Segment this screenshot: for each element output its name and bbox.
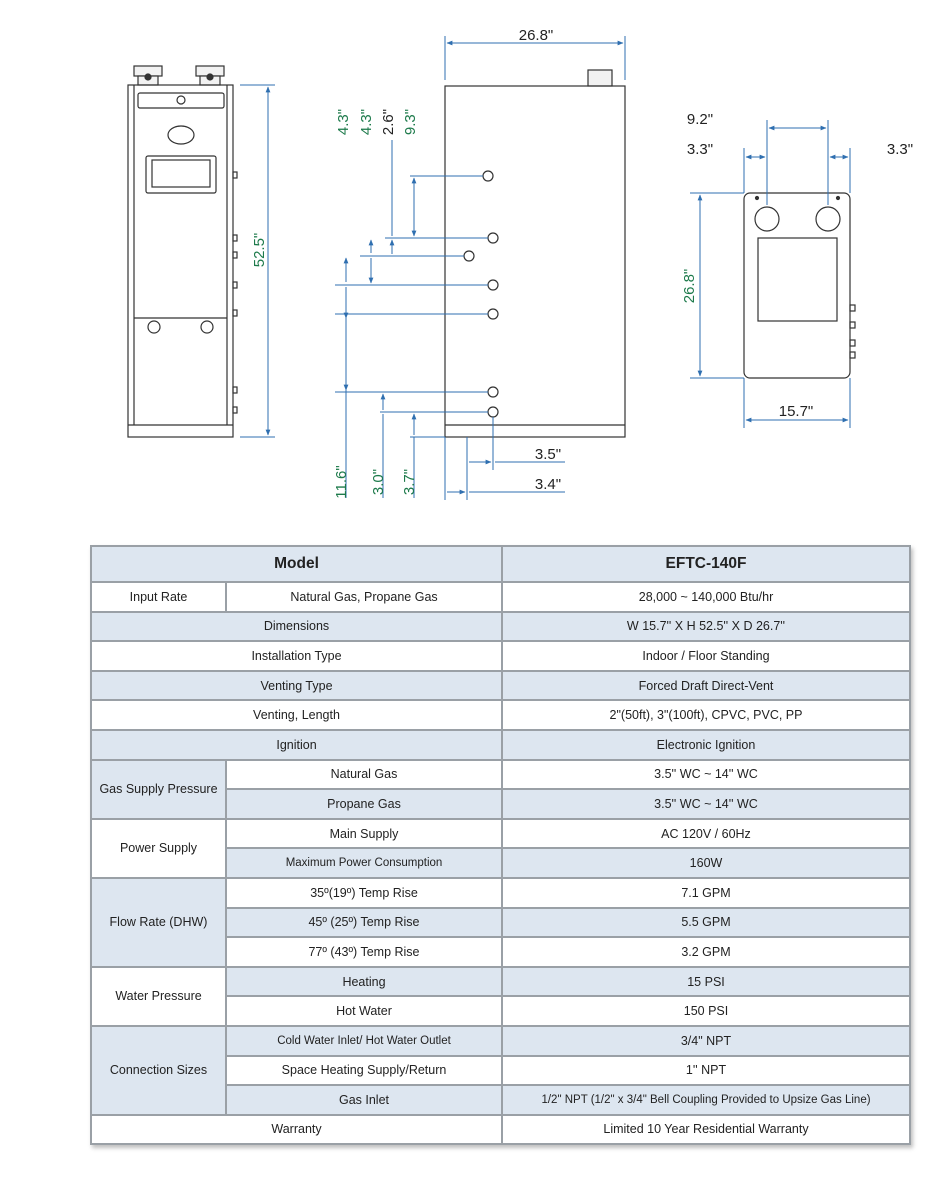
table-row: Flow Rate (DHW) 35º(19º) Temp Rise 7.1 G…	[90, 876, 911, 968]
table-row: Ignition Electronic Ignition	[90, 728, 911, 761]
row-group-label: Water Pressure	[90, 965, 227, 1027]
row-label: Venting, Length	[90, 699, 503, 731]
row-sub: Cold Water Inlet/ Hot Water Outlet	[225, 1024, 503, 1057]
row-sub: Hot Water	[225, 995, 503, 1027]
row-sub: Maximum Power Consumption	[225, 847, 503, 879]
side-top-dim-1: 4.3"	[335, 109, 352, 135]
table-row: Dimensions W 15.7'' X H 52.5'' X D 26.7'…	[90, 610, 911, 643]
row-label: Venting Type	[90, 669, 503, 702]
table-row: Space Heating Supply/Return 1'' NPT	[91, 1054, 911, 1087]
row-sub: Gas Inlet	[225, 1084, 503, 1116]
table-row: Water Pressure Heating 15 PSI	[90, 965, 911, 1027]
side-bottom-dim-3: 3.7"	[401, 469, 418, 495]
table-row: Maximum Power Consumption 160W	[91, 847, 911, 879]
table-row: Hot Water 150 PSI	[91, 995, 911, 1027]
table-row: Input Rate Natural Gas, Propane Gas 28,0…	[90, 581, 911, 613]
row-value: 160W	[501, 847, 911, 879]
front-height-label: 52.5"	[251, 233, 268, 268]
row-sub: Natural Gas, Propane Gas	[225, 581, 503, 613]
row-value: 28,000 ~ 140,000 Btu/hr	[501, 581, 911, 613]
side-right-dim-1: 3.5"	[535, 446, 561, 463]
table-row: 77º (43º) Temp Rise 3.2 GPM	[91, 936, 911, 968]
top-width-label: 15.7"	[779, 403, 814, 420]
front-view	[127, 65, 238, 438]
table-row: Gas Supply Pressure Natural Gas 3.5'' WC…	[90, 758, 911, 820]
row-value: AC 120V / 60Hz	[501, 817, 911, 850]
row-sub: Propane Gas	[225, 788, 503, 820]
top-view	[743, 192, 856, 379]
spec-table: Model EFTC-140F Input Rate Natural Gas, …	[90, 545, 911, 1146]
table-row: Connection Sizes Cold Water Inlet/ Hot W…	[90, 1024, 911, 1116]
row-value: Indoor / Floor Standing	[501, 640, 911, 672]
row-sub: 35º(19º) Temp Rise	[225, 876, 503, 909]
side-top-dim-4: 9.3"	[402, 109, 419, 135]
row-group-label: Connection Sizes	[90, 1024, 227, 1116]
row-sub: Main Supply	[225, 817, 503, 850]
row-value: 15 PSI	[501, 965, 911, 998]
row-group-label: Gas Supply Pressure	[90, 758, 227, 820]
row-value: W 15.7'' X H 52.5'' X D 26.7''	[501, 610, 911, 643]
row-label: Warranty	[90, 1113, 503, 1146]
side-view	[444, 69, 626, 438]
row-value: 3.5'' WC ~ 14'' WC	[501, 788, 911, 820]
row-group-label: Power Supply	[90, 817, 227, 879]
top-spacing-label: 9.2"	[687, 111, 713, 128]
side-depth-label: 26.8"	[519, 27, 554, 44]
table-row: Power Supply Main Supply AC 120V / 60Hz	[90, 817, 911, 879]
side-top-dim-3: 2.6"	[380, 109, 397, 135]
table-row: Warranty Limited 10 Year Residential War…	[90, 1113, 911, 1146]
row-value: 5.5 GPM	[501, 906, 911, 939]
row-value: 3/4" NPT	[501, 1024, 911, 1057]
row-sub: 77º (43º) Temp Rise	[225, 936, 503, 968]
table-row: 45º (25º) Temp Rise 5.5 GPM	[91, 906, 911, 939]
side-bottom-dim-1: 11.6"	[333, 465, 350, 498]
row-label: Input Rate	[90, 581, 227, 613]
front-height-dimension	[240, 84, 275, 438]
row-value: 7.1 GPM	[501, 876, 911, 909]
top-right-offset-label: 3.3"	[887, 141, 913, 158]
row-value: Forced Draft Direct-Vent	[501, 669, 911, 702]
header-model-value: EFTC-140F	[501, 545, 911, 583]
row-sub: Natural Gas	[225, 758, 503, 791]
side-dimension-lines	[335, 36, 626, 500]
table-header-row: Model EFTC-140F	[90, 545, 911, 583]
header-model: Model	[90, 545, 503, 583]
table-row: Venting, Length 2"(50ft), 3"(100ft), CPV…	[90, 699, 911, 731]
row-value: 3.5'' WC ~ 14'' WC	[501, 758, 911, 791]
top-depth-label: 26.8"	[681, 269, 698, 304]
row-label: Ignition	[90, 728, 503, 761]
row-value: Electronic Ignition	[501, 728, 911, 761]
row-sub: Space Heating Supply/Return	[225, 1054, 503, 1087]
top-dimension-lines	[690, 120, 851, 428]
row-value: 1/2" NPT (1/2" x 3/4" Bell Coupling Prov…	[501, 1084, 911, 1116]
row-label: Dimensions	[90, 610, 503, 643]
row-label: Installation Type	[90, 640, 503, 672]
table-row: Gas Inlet 1/2" NPT (1/2" x 3/4" Bell Cou…	[91, 1084, 911, 1116]
row-value: 150 PSI	[501, 995, 911, 1027]
row-value: 1'' NPT	[501, 1054, 911, 1087]
row-group-label: Flow Rate (DHW)	[90, 876, 227, 968]
table-row: Venting Type Forced Draft Direct-Vent	[90, 669, 911, 702]
row-sub: 45º (25º) Temp Rise	[225, 906, 503, 939]
row-sub: Heating	[225, 965, 503, 998]
side-bottom-dim-2: 3.0"	[370, 469, 387, 495]
row-value: 3.2 GPM	[501, 936, 911, 968]
row-value: 2"(50ft), 3"(100ft), CPVC, PVC, PP	[501, 699, 911, 731]
side-top-dim-2: 4.3"	[358, 109, 375, 135]
table-row: Installation Type Indoor / Floor Standin…	[90, 640, 911, 672]
side-right-dim-2: 3.4"	[535, 476, 561, 493]
row-value: Limited 10 Year Residential Warranty	[501, 1113, 911, 1146]
top-left-offset-label: 3.3"	[687, 141, 713, 158]
table-row: Propane Gas 3.5'' WC ~ 14'' WC	[91, 788, 911, 820]
dimension-drawing: 52.5"	[127, 27, 913, 500]
